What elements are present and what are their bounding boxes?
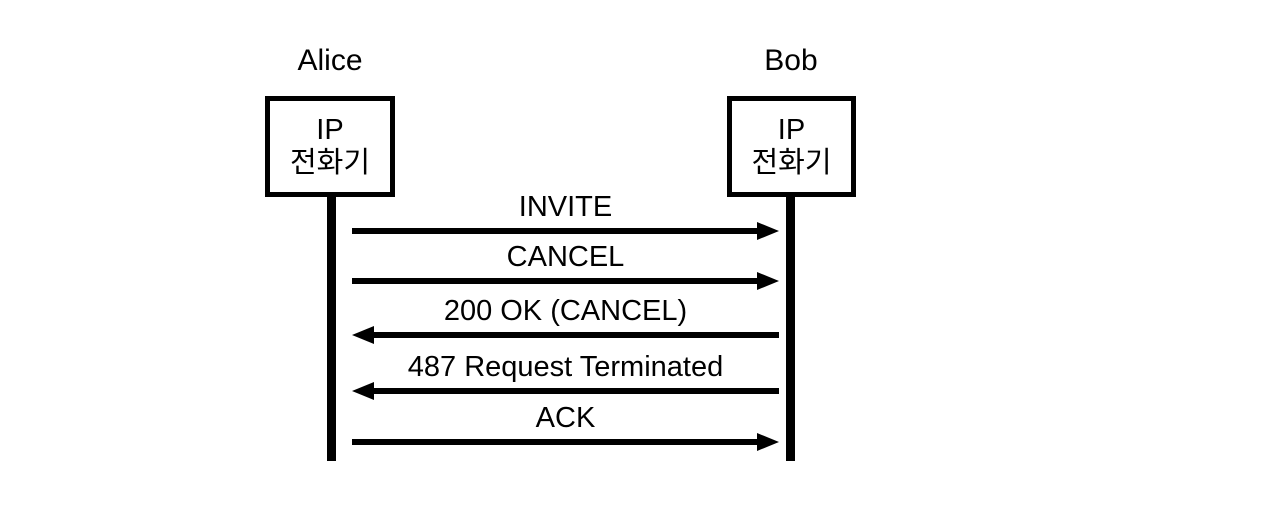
message-row-invite: INVITE [352, 192, 779, 240]
arrowhead-left-icon [352, 326, 374, 344]
actor-box-bob: IP 전화기 [727, 96, 856, 197]
device-label-line2: 전화기 [289, 146, 371, 179]
message-label: CANCEL [506, 241, 625, 273]
message-arrow [352, 272, 779, 290]
message-arrow [352, 433, 779, 451]
message-row-cancel: CANCEL [352, 242, 779, 290]
device-label-line1: IP [777, 113, 806, 146]
actor-box-alice: IP 전화기 [265, 96, 395, 197]
message-arrow [352, 326, 779, 344]
arrow-shaft [352, 228, 757, 234]
actor-name-bob: Bob [764, 44, 818, 77]
device-label-line1: IP [316, 113, 344, 146]
message-label: 200 OK (CANCEL) [443, 295, 688, 327]
message-arrow [352, 222, 779, 240]
message-row-ack: ACK [352, 403, 779, 451]
arrow-shaft [374, 388, 779, 394]
arrow-shaft [352, 439, 757, 445]
message-label: INVITE [518, 191, 613, 223]
lifeline-bob [786, 196, 795, 461]
arrowhead-right-icon [757, 433, 779, 451]
arrow-shaft [352, 278, 757, 284]
arrowhead-left-icon [352, 382, 374, 400]
message-label: ACK [535, 402, 596, 434]
device-label-line2: 전화기 [751, 146, 832, 179]
message-label: 487 Request Terminated [407, 351, 724, 383]
arrowhead-right-icon [757, 222, 779, 240]
arrow-shaft [374, 332, 779, 338]
message-arrow [352, 382, 779, 400]
arrowhead-right-icon [757, 272, 779, 290]
actor-name-alice: Alice [297, 44, 363, 77]
lifeline-alice [327, 196, 336, 461]
message-row-200-ok-cancel: 200 OK (CANCEL) [352, 296, 779, 344]
message-row-487-request-terminated: 487 Request Terminated [352, 352, 779, 400]
